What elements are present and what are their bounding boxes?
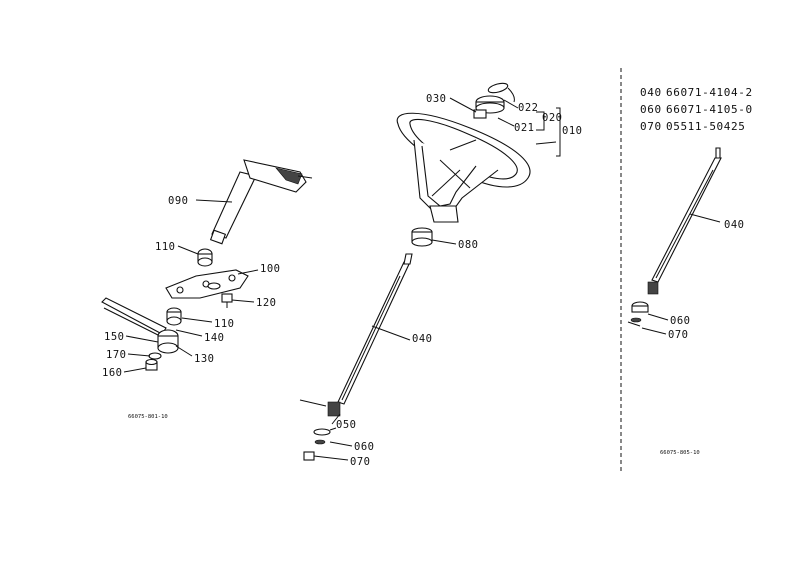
label-060-right: 060 <box>670 315 690 327</box>
label-070-right: 070 <box>668 329 688 341</box>
bolt-120 <box>221 293 233 308</box>
label-010: 010 <box>562 125 582 137</box>
label-170: 170 <box>106 349 126 361</box>
label-110-lower: 110 <box>214 318 234 330</box>
shaft-040-center <box>337 253 413 405</box>
lever-arm-150 <box>101 297 167 337</box>
legend-partno-070: 05511-50425 <box>666 120 745 133</box>
left-assembly: 090 110 100 120 110 150 140 170 130 160 … <box>101 159 313 420</box>
bolt-070 <box>303 451 315 461</box>
label-130: 130 <box>194 353 214 365</box>
label-080: 080 <box>458 239 478 251</box>
steering-wheel-010 <box>396 112 531 223</box>
label-160: 160 <box>102 367 122 379</box>
label-070-center: 070 <box>350 456 370 468</box>
label-150: 150 <box>104 331 124 343</box>
hub-130 <box>157 329 179 354</box>
label-120: 120 <box>256 297 276 309</box>
label-110-upper: 110 <box>155 241 175 253</box>
parts-legend: 040 66071-4104-2 060 66071-4105-0 070 05… <box>640 86 753 133</box>
washer-060-right <box>630 301 649 323</box>
bolt-070-right <box>627 321 641 327</box>
label-050: 050 <box>336 419 356 431</box>
legend-ref-040: 040 <box>640 86 662 99</box>
label-040-center: 040 <box>412 333 432 345</box>
center-assembly: 030 022 021 020 010 080 040 050 060 070 <box>299 82 582 468</box>
figure-code-right: 66075-805-10 <box>660 450 700 456</box>
label-020: 020 <box>542 112 562 124</box>
label-060-center: 060 <box>354 441 374 453</box>
label-090-left: 090 <box>168 195 188 207</box>
bushing-110-upper <box>197 248 213 267</box>
label-030: 030 <box>426 93 446 105</box>
label-022: 022 <box>518 102 538 114</box>
label-100: 100 <box>260 263 280 275</box>
nut-160 <box>145 358 158 371</box>
legend-partno-060: 66071-4105-0 <box>666 103 753 116</box>
legend-ref-060: 060 <box>640 103 662 116</box>
washer-170 <box>148 352 162 360</box>
bushing-110-lower <box>166 307 182 326</box>
washer-060 <box>313 428 331 445</box>
legend-ref-070: 070 <box>640 120 662 133</box>
label-021: 021 <box>514 122 534 134</box>
cap-022 <box>487 82 515 103</box>
nut-030 <box>473 109 487 119</box>
right-panel: 040 66071-4104-2 060 66071-4105-0 070 05… <box>627 86 753 456</box>
figure-code-left: 66075-801-10 <box>128 414 168 420</box>
bushing-080 <box>411 227 433 247</box>
column-tube-090 <box>209 159 313 245</box>
label-140: 140 <box>204 332 224 344</box>
legend-partno-040: 66071-4104-2 <box>666 86 753 99</box>
spline-050 <box>299 399 341 417</box>
bracket-plate-100 <box>165 269 249 299</box>
shaft-040-right <box>647 147 722 295</box>
label-040-right: 040 <box>724 219 744 231</box>
